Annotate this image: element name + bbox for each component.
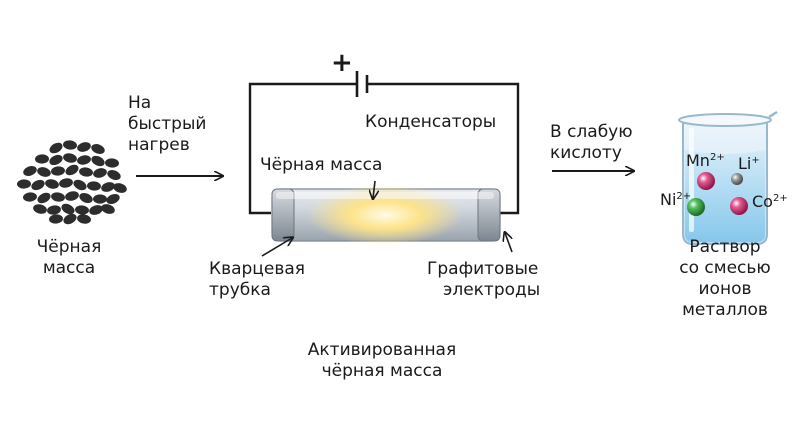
label-black-mass: Чёрная масса: [36, 237, 102, 278]
pellet: [79, 167, 93, 177]
pellet: [17, 179, 31, 189]
pellet: [59, 178, 73, 188]
pellet: [63, 140, 77, 150]
pellet: [77, 155, 91, 165]
pellet: [105, 158, 119, 168]
polarity-plus: +: [331, 48, 353, 78]
pellet: [49, 154, 63, 166]
label-activated-black-mass: Активированная чёрная масса: [307, 340, 457, 381]
ni-ion-ball: [687, 198, 705, 216]
pellet: [37, 167, 51, 177]
pellet: [77, 142, 91, 152]
pellet: [49, 142, 63, 154]
black-mass-pellets: [17, 140, 127, 225]
li-ion-ball: [731, 173, 743, 185]
heating-glow: [307, 185, 463, 245]
pellet: [35, 154, 49, 164]
pellet: [65, 164, 79, 176]
pointer-quartz-tube: [261, 238, 292, 257]
pellet: [106, 193, 120, 205]
pellet: [49, 214, 63, 224]
pellet: [23, 166, 37, 176]
pellet: [101, 204, 115, 214]
pellet: [91, 144, 105, 154]
co-ion-ball: [730, 197, 748, 215]
pointer-black-mass: [373, 180, 375, 198]
ion-label-ni: Ni2+: [660, 190, 692, 209]
ion-label-li: Li+: [738, 154, 760, 173]
label-quartz-tube: Кварцевая трубка: [209, 259, 305, 300]
label-capacitors: Конденсаторы: [365, 112, 497, 132]
pointer-graphite-electrodes: [505, 233, 513, 253]
pellet: [61, 203, 75, 215]
pellet: [91, 155, 105, 167]
pellet: [87, 181, 101, 191]
label-into-weak-acid: В слабую кислоту: [550, 122, 633, 163]
label-black-mass-in-tube: Чёрная масса: [260, 155, 383, 175]
pellet: [93, 168, 107, 178]
pellet: [63, 153, 77, 163]
circuit-wire-right: [368, 82, 520, 215]
pellet: [65, 191, 79, 201]
pellet: [31, 179, 45, 191]
capacitor-icon: [355, 71, 369, 97]
pellet: [75, 205, 89, 215]
pellet: [89, 205, 103, 215]
pellet: [23, 192, 37, 202]
pellet: [33, 204, 47, 214]
ion-label-co: Co2+: [752, 192, 788, 211]
beaker-icon: [678, 110, 778, 245]
label-solution: Раствор со смесью ионов металлов: [679, 237, 771, 320]
pellet: [51, 166, 65, 176]
pellet: [63, 213, 77, 225]
pellet: [73, 179, 87, 191]
graphite-electrode-right: [477, 188, 501, 242]
mn-ion-ball: [697, 172, 715, 190]
pellet: [77, 214, 91, 224]
pellet: [45, 179, 59, 189]
label-graphite-electrodes: Графитовые электроды: [427, 259, 541, 300]
pellet: [79, 192, 93, 204]
pellet: [113, 183, 127, 193]
circuit-wire-left: [248, 82, 356, 215]
pellet: [93, 194, 107, 204]
ion-label-mn: Mn2+: [686, 151, 725, 170]
pellet: [107, 169, 121, 181]
label-to-fast-heating: На быстрый нагрев: [128, 93, 207, 155]
pellet: [47, 205, 61, 215]
quartz-tube: [271, 185, 501, 245]
pellet: [51, 192, 65, 202]
pellet: [101, 182, 115, 192]
pellet: [37, 192, 51, 204]
